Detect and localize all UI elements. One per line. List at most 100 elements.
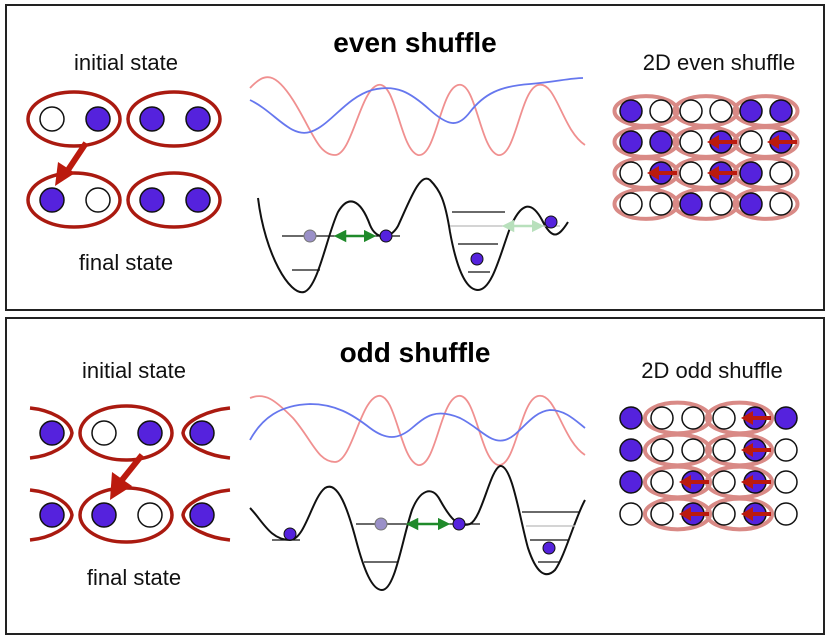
energy-levels	[272, 511, 580, 563]
empty-site	[85, 187, 111, 213]
atom	[544, 215, 558, 229]
atom	[452, 517, 466, 531]
pair-ring	[126, 171, 222, 229]
red-lattice-curve	[249, 76, 586, 156]
atom	[379, 229, 393, 243]
empty-site	[679, 161, 703, 185]
atom	[85, 106, 111, 132]
empty-site	[712, 502, 736, 526]
atom	[679, 192, 703, 216]
empty-site	[91, 420, 117, 446]
atom	[137, 420, 163, 446]
red-lattice-curve	[249, 395, 586, 466]
atom	[619, 130, 643, 154]
even-panel: even shuffle initial state final state 2…	[5, 4, 825, 311]
empty-site	[649, 99, 673, 123]
even-pair-atoms	[39, 106, 211, 213]
atom	[139, 106, 165, 132]
even-initial-state-label: initial state	[74, 50, 178, 75]
empty-site	[650, 470, 674, 494]
odd-2d-grid	[619, 400, 798, 532]
arrow-icon	[741, 507, 771, 521]
atom	[739, 192, 763, 216]
pair-ring	[642, 496, 713, 532]
grid-sites	[619, 99, 793, 216]
atom	[91, 502, 117, 528]
arrow-icon	[679, 475, 709, 489]
empty-site	[681, 438, 705, 462]
arrow-icon	[679, 507, 709, 521]
odd-initial-state-label: initial state	[82, 358, 186, 383]
empty-site	[712, 470, 736, 494]
even-pair-rings	[26, 90, 222, 229]
atom	[619, 99, 643, 123]
atom	[39, 502, 65, 528]
pair-ring	[732, 187, 800, 221]
even-final-state-label: final state	[79, 250, 173, 275]
atom	[739, 99, 763, 123]
energy-levels	[282, 211, 560, 273]
pair-ring	[78, 404, 174, 462]
empty-site	[39, 106, 65, 132]
atom	[139, 187, 165, 213]
pair-ring	[672, 187, 740, 221]
empty-site	[712, 438, 736, 462]
empty-site	[619, 161, 643, 185]
empty-site	[619, 502, 643, 526]
empty-site	[681, 406, 705, 430]
empty-site	[619, 192, 643, 216]
atom	[39, 420, 65, 446]
pair-ring	[612, 187, 680, 221]
atom	[649, 130, 673, 154]
arrow-icon	[707, 166, 737, 180]
atom	[619, 470, 643, 494]
empty-site	[650, 502, 674, 526]
arrow-icon	[741, 475, 771, 489]
pair-ring	[29, 406, 74, 460]
odd-2d-label: 2D odd shuffle	[641, 358, 782, 383]
pair-ring	[181, 406, 231, 460]
odd-panel-title: odd shuffle	[340, 337, 491, 368]
pair-ring	[126, 90, 222, 148]
atom	[189, 420, 215, 446]
even-panel-title: even shuffle	[333, 27, 496, 58]
pair-ring	[181, 488, 231, 542]
arrow-icon	[110, 453, 145, 500]
ghost-atom	[374, 517, 388, 531]
empty-site	[137, 502, 163, 528]
atom	[619, 406, 643, 430]
atom	[189, 502, 215, 528]
odd-panel: odd shuffle initial state final state 2D…	[5, 317, 825, 635]
arrow-icon	[741, 443, 771, 457]
arrow-icon	[55, 141, 89, 186]
empty-site	[769, 161, 793, 185]
potential-curve	[249, 465, 586, 592]
empty-site	[709, 192, 733, 216]
arrow-icon	[741, 411, 771, 425]
atom	[774, 406, 798, 430]
arrow-icon	[647, 166, 677, 180]
atom	[470, 252, 484, 266]
empty-site	[679, 99, 703, 123]
empty-site	[739, 130, 763, 154]
even-panel-frame	[5, 4, 825, 311]
atom	[619, 438, 643, 462]
atom	[185, 106, 211, 132]
empty-site	[774, 502, 798, 526]
empty-site	[769, 192, 793, 216]
empty-site	[650, 438, 674, 462]
pair-ring	[26, 90, 122, 148]
empty-site	[679, 130, 703, 154]
odd-panel-frame	[5, 317, 825, 635]
odd-pair-atoms	[39, 420, 215, 528]
atom	[739, 161, 763, 185]
arrow-icon	[707, 135, 737, 149]
atom	[542, 541, 556, 555]
empty-site	[712, 406, 736, 430]
empty-site	[774, 470, 798, 494]
ghost-atom	[303, 229, 317, 243]
blue-lattice-curve	[249, 403, 586, 442]
atom	[283, 527, 297, 541]
pair-ring	[29, 488, 74, 542]
